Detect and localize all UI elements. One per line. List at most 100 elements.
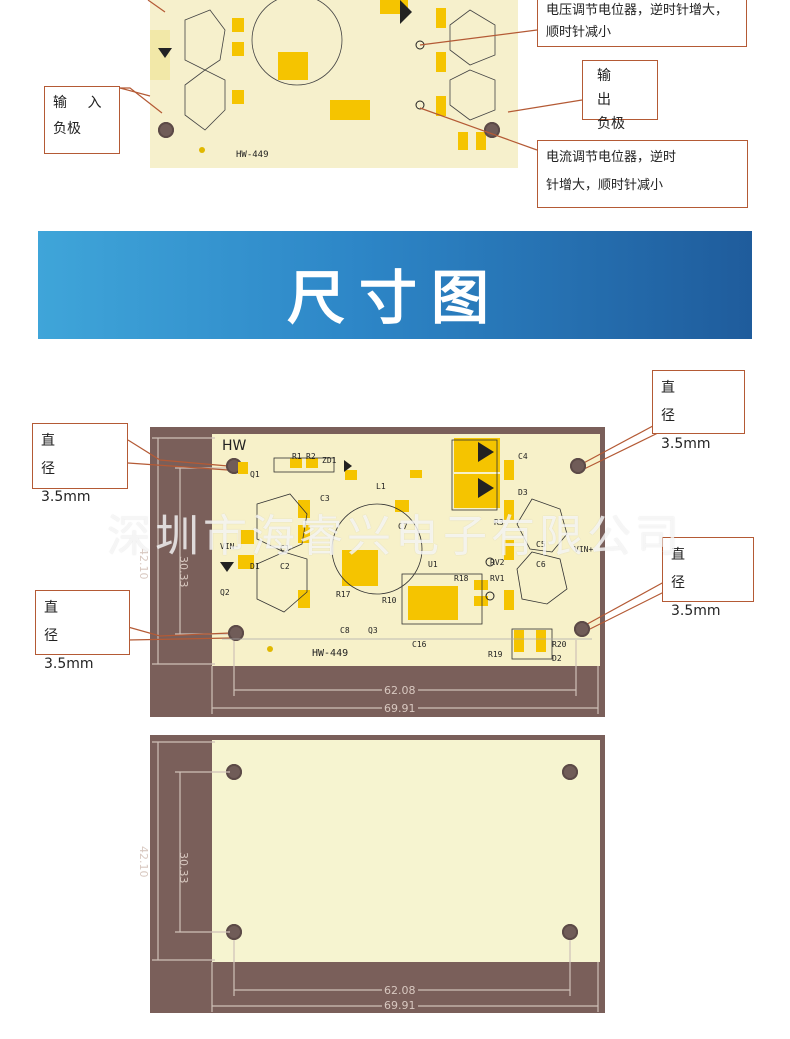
mid-label-c2: C2 bbox=[280, 562, 290, 571]
mid-label-d3: C4 bbox=[518, 452, 528, 461]
mid-label-d1: D1 bbox=[250, 562, 260, 571]
pad bbox=[504, 500, 514, 520]
mid-label-r10: R10 bbox=[382, 596, 397, 605]
output-negative-line2: 负极 bbox=[597, 116, 625, 132]
mid-mount-hole-br bbox=[574, 621, 590, 637]
bottom-dim-height-outer: 42.10 bbox=[137, 846, 150, 878]
mid-label-r2: R2 bbox=[306, 452, 316, 461]
output-negative-line1: 输 出 bbox=[597, 68, 619, 108]
mid-label-rv2: R19 bbox=[488, 650, 503, 659]
mid-label-r12: R17 bbox=[336, 590, 351, 599]
voltage-pot-text: 电压调节电位器，逆时针增大，顺时针减小 bbox=[546, 3, 729, 40]
top-leader-lines bbox=[119, 0, 583, 151]
bottom-dim-height-holes: 30.33 bbox=[177, 852, 190, 884]
pad bbox=[514, 630, 524, 652]
pad bbox=[410, 470, 422, 478]
voltage-pot-callout: 电压调节电位器，逆时针增大，顺时针减小 bbox=[537, 0, 747, 47]
top-pad bbox=[476, 132, 486, 150]
mid-label-r20: D2 bbox=[552, 654, 562, 663]
top-pad bbox=[232, 18, 244, 32]
mid-label-c1: C1 bbox=[280, 544, 290, 553]
current-pot-line2: 针增大，顺时针减小 bbox=[546, 178, 664, 193]
pad bbox=[454, 438, 500, 472]
input-negative-callout: 输 入 负极 bbox=[44, 86, 120, 154]
top-model-label: HW-449 bbox=[236, 150, 269, 160]
pad bbox=[238, 530, 254, 544]
top-pcb-board bbox=[150, 0, 518, 168]
mid-label-r3: R3 bbox=[494, 518, 504, 527]
mid-label-q2: Q3 bbox=[368, 626, 378, 635]
pad bbox=[504, 460, 514, 480]
top-pad bbox=[436, 52, 446, 72]
mid-label-c14: C16 bbox=[412, 640, 427, 649]
mid-label-u1: U1 bbox=[428, 560, 438, 569]
mid-model-label: HW-449 bbox=[312, 648, 349, 659]
top-pad bbox=[232, 42, 244, 56]
mid-label-c3: C3 bbox=[320, 494, 330, 503]
watermark-text: 深圳市海睿兴电子有限公司 bbox=[107, 511, 683, 562]
pad bbox=[474, 580, 488, 590]
mid-label-d2: D3 bbox=[518, 488, 528, 497]
pad bbox=[395, 500, 409, 512]
pad bbox=[536, 630, 546, 652]
hole-bottom-left-line1: 直 径 bbox=[44, 600, 88, 644]
mid-dim-width-outer: 69.91 bbox=[382, 702, 418, 715]
input-negative-line2: 负极 bbox=[53, 121, 81, 137]
mid-label-r17: R18 bbox=[454, 574, 469, 583]
current-pot-callout: 电流调节电位器，逆时 针增大，顺时针减小 bbox=[537, 140, 748, 208]
top-pcb-outlines bbox=[158, 0, 496, 153]
top-mount-hole bbox=[484, 122, 500, 138]
hole-top-left-line1: 直 径 bbox=[41, 433, 85, 477]
top-pad bbox=[150, 30, 170, 80]
top-mount-hole bbox=[158, 122, 174, 138]
mid-mount-hole-bl bbox=[228, 625, 244, 641]
mid-label-r18: RV1 bbox=[490, 574, 505, 583]
hole-top-left-line2: 3.5mm bbox=[41, 489, 91, 505]
top-pad bbox=[436, 96, 446, 116]
bottom-dim-width-holes: 62.08 bbox=[382, 984, 418, 997]
bottom-mount-hole-tr bbox=[562, 764, 578, 780]
pad bbox=[504, 590, 514, 610]
top-pad bbox=[436, 8, 446, 28]
top-pad bbox=[330, 100, 370, 120]
hole-bottom-left-line2: 3.5mm bbox=[44, 656, 94, 672]
pad bbox=[290, 458, 302, 468]
hole-top-right-line2: 3.5mm bbox=[661, 436, 711, 452]
pad bbox=[408, 586, 458, 620]
pad bbox=[504, 540, 514, 560]
mid-label-r19: R20 bbox=[552, 640, 567, 649]
bottom-pcb-board bbox=[212, 740, 600, 962]
hole-right-line2: 3.5mm bbox=[671, 603, 721, 619]
banner-title: 尺寸图 bbox=[286, 264, 503, 332]
hole-bottom-left-callout: 直 径 3.5mm bbox=[35, 590, 130, 672]
bottom-dim-width-outer: 69.91 bbox=[382, 999, 418, 1012]
mid-pcb-outlines bbox=[220, 439, 592, 660]
current-pot-line1: 电流调节电位器，逆时 bbox=[546, 150, 677, 165]
top-pad bbox=[232, 90, 244, 104]
size-banner: 尺寸图 bbox=[38, 231, 752, 339]
mid-label-c5: C6 bbox=[536, 560, 546, 569]
hole-right-callout: 直 径 3.5mm bbox=[662, 537, 754, 619]
mid-label-r1: R1 bbox=[292, 452, 302, 461]
mid-label-vin-plus: VIN- bbox=[220, 542, 240, 551]
pad bbox=[238, 462, 248, 474]
mid-label-q3: C8 bbox=[340, 626, 350, 635]
mid-label-rv1: RV2 bbox=[490, 558, 505, 567]
input-negative-line1: 输 入 bbox=[53, 95, 110, 111]
mid-dim-width-holes: 62.08 bbox=[382, 684, 418, 697]
pad bbox=[298, 590, 310, 608]
mid-brand-label: HW bbox=[222, 438, 247, 454]
pad bbox=[238, 555, 254, 569]
bottom-mount-hole-br bbox=[562, 924, 578, 940]
top-pad bbox=[278, 52, 308, 80]
pad bbox=[474, 596, 488, 606]
hole-top-right-line1: 直 径 bbox=[661, 380, 705, 424]
pad bbox=[345, 470, 357, 480]
output-negative-callout: 输 出 负极 bbox=[582, 60, 658, 132]
bottom-mount-hole-bl bbox=[226, 924, 242, 940]
mid-label-vin-minus: Q2 bbox=[220, 588, 230, 597]
mid-label-c7: C7 bbox=[398, 522, 408, 531]
mid-label-c6: VIN+ bbox=[574, 545, 594, 554]
mid-label-l1: L1 bbox=[376, 482, 386, 491]
